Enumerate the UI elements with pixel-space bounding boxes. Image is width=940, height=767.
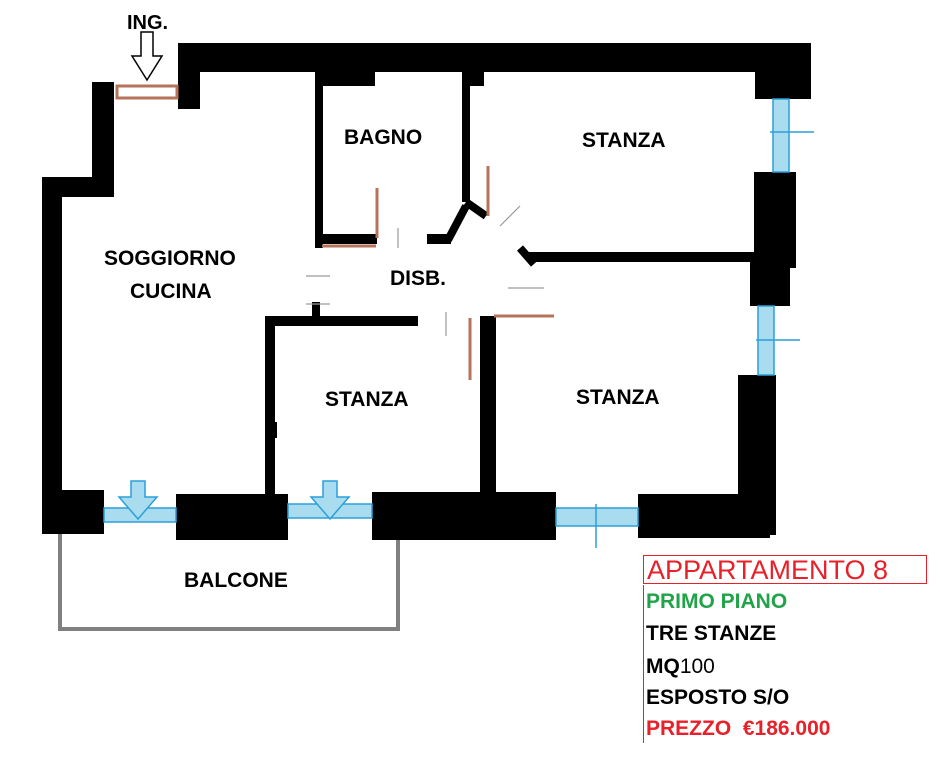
wall-bagno-right: [462, 64, 470, 202]
wall-bagno-bottom-right: [427, 234, 451, 244]
wall-bagno-top: [315, 64, 375, 86]
arrow-down-1: [117, 480, 159, 521]
door-stub-stanza: [516, 245, 538, 267]
door-stubs: [444, 198, 538, 267]
room-label-stanza-top-right: STANZA: [582, 129, 666, 152]
area-value: 100: [679, 655, 715, 678]
wall-stanza-divider: [528, 252, 754, 262]
exposure-info: ESPOSTO S/O: [646, 686, 790, 709]
entrance-door: [115, 84, 179, 100]
room-label-disb: DISB.: [390, 267, 447, 290]
wall-entrance-right: [178, 43, 200, 109]
wall-center-left: [265, 316, 275, 496]
wall-center-right: [480, 316, 496, 496]
wall-left: [42, 177, 62, 534]
price-info: PREZZO €186.000: [646, 717, 830, 741]
wall-top: [178, 43, 811, 72]
wall-top-stub: [462, 64, 484, 86]
wall-right-lower: [738, 375, 776, 535]
apartment-title: APPARTAMENTO 8: [643, 555, 927, 585]
wall-right-upper: [754, 172, 796, 268]
price-label: PREZZO: [646, 717, 732, 740]
window-right-1: [772, 98, 790, 173]
entrance-label: ING.: [127, 12, 169, 34]
arrow-down-2: [309, 480, 351, 521]
area-unit: MQ: [646, 655, 680, 678]
wall-center-top-stub: [312, 302, 320, 316]
room-label-soggiorno: SOGGIORNO: [104, 247, 236, 270]
wall-bagno-left: [315, 64, 323, 248]
balcony-railing: [58, 534, 400, 631]
wall-top-right-corner: [755, 43, 811, 99]
opening-marks: [306, 205, 544, 336]
wall-center-top: [265, 316, 418, 326]
room-label-stanza-right: STANZA: [576, 386, 660, 409]
opening-mark-5: [499, 205, 521, 227]
wall-bagno-bottom: [315, 234, 377, 244]
floor-info: PRIMO PIANO: [646, 590, 788, 613]
door-stub-bagno-2: [463, 198, 489, 220]
door-stub-bagno: [444, 204, 470, 242]
room-label-stanza-center: STANZA: [325, 388, 409, 411]
windows: [103, 98, 814, 548]
entrance-arrow-icon: [130, 31, 164, 82]
doors: [115, 84, 554, 380]
area-info: MQ100: [646, 655, 715, 679]
room-label-cucina: CUCINA: [130, 280, 212, 303]
room-label-bagno: BAGNO: [344, 126, 423, 149]
window-arrows: [117, 480, 351, 521]
info-divider: [643, 585, 644, 743]
walls: [42, 43, 811, 540]
wall-bottom-pier-3: [372, 492, 556, 540]
wall-bottom-left-pier: [42, 490, 104, 534]
price-value: €186.000: [742, 717, 831, 740]
wall-center-left-tick: [265, 422, 277, 438]
window-bottom-3: [555, 507, 639, 527]
wall-entrance-left: [92, 82, 114, 197]
room-label-balcone: BALCONE: [184, 569, 288, 592]
rooms-count-info: TRE STANZE: [646, 622, 777, 645]
wall-bottom-pier-2: [176, 494, 288, 540]
